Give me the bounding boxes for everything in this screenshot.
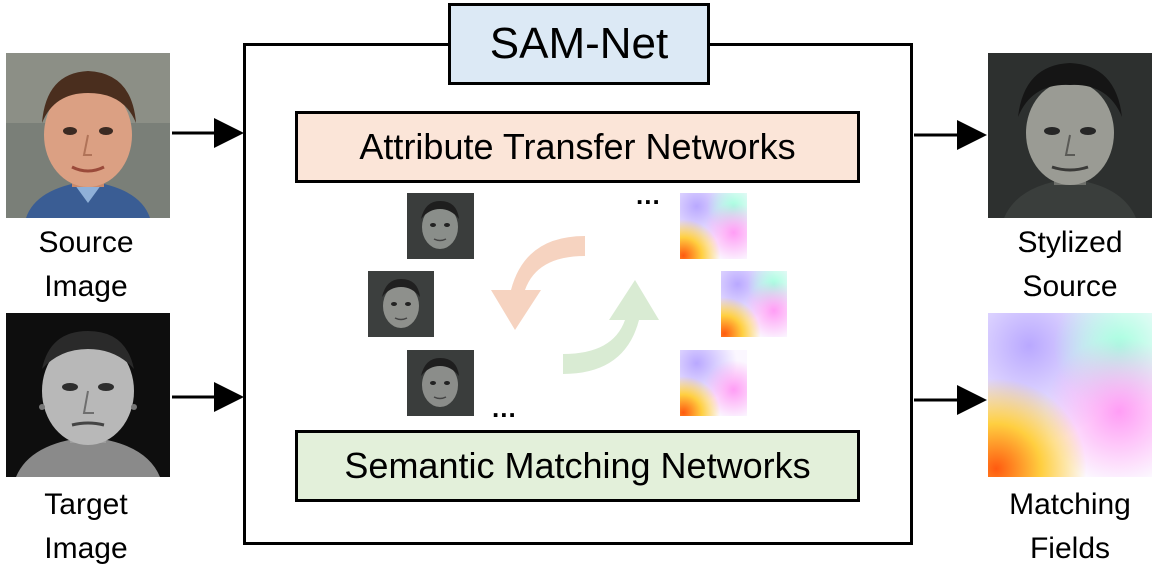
stylized-source-caption: Stylized Source — [1017, 226, 1123, 303]
target-image — [6, 313, 170, 477]
target-caption: Target Image — [44, 488, 128, 565]
intermediate-face-2 — [368, 271, 434, 337]
ellipsis-bottom: ... — [492, 393, 517, 423]
cycle-arrows-icon — [491, 236, 659, 374]
matching-fields-caption: Matching Fields — [1009, 488, 1131, 565]
attribute-transfer-networks: Attribute Transfer Networks — [295, 111, 860, 183]
ellipsis-top: ... — [636, 180, 661, 210]
sam-net-title: SAM-Net — [448, 3, 710, 85]
intermediate-field-3 — [680, 350, 747, 416]
source-caption: Source Image — [38, 226, 134, 303]
intermediate-face-1 — [407, 193, 474, 259]
stylized-source-image — [988, 53, 1152, 218]
intermediate-face-3 — [407, 350, 474, 416]
source-image — [6, 53, 170, 218]
intermediate-field-1 — [680, 193, 747, 259]
matching-fields-image — [988, 313, 1152, 477]
semantic-matching-networks: Semantic Matching Networks — [295, 430, 860, 502]
intermediate-field-2 — [721, 271, 787, 337]
